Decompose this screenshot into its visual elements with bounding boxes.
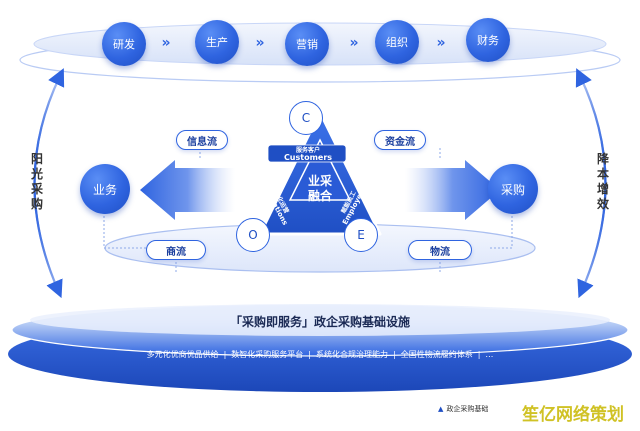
chain-node-rd[interactable]: 研发 bbox=[102, 22, 146, 66]
flow-arrows bbox=[140, 160, 500, 220]
chain-arrow-3: » bbox=[345, 33, 363, 53]
right-vertical-label: 降本增效 bbox=[596, 152, 609, 211]
base-item-supply: 多元化优商优品供给 bbox=[146, 349, 219, 359]
base-title: 「采购即服务」政企采购基础设施 bbox=[229, 314, 410, 329]
base-platform bbox=[8, 303, 632, 392]
logistics-flow-label: 物流 bbox=[430, 246, 450, 258]
procurement-node-label: 采购 bbox=[500, 182, 525, 197]
info-flow-label: 信息流 bbox=[187, 136, 217, 148]
capital-flow-label: 资金流 bbox=[385, 136, 415, 148]
footnote-text: 政企采购基础 bbox=[446, 405, 489, 413]
side-top-label: 服务客户 Customers bbox=[270, 146, 346, 162]
chain-arrow-1: » bbox=[157, 33, 175, 53]
chain-arrow-glyph: » bbox=[436, 35, 446, 51]
base-item-logistics: 全国性物流履约体系 bbox=[400, 349, 473, 359]
chain-node-marketing[interactable]: 营销 bbox=[285, 22, 329, 66]
chain-label-organization: 组织 bbox=[386, 36, 408, 49]
corner-c[interactable]: C bbox=[289, 101, 323, 135]
base-item-platform: 数智化采购服务平台 bbox=[231, 349, 304, 359]
chain-arrow-glyph: » bbox=[255, 35, 265, 51]
chain-node-organization[interactable]: 组织 bbox=[375, 20, 419, 64]
center-line-2: 融合 bbox=[307, 189, 332, 203]
business-node[interactable]: 业务 bbox=[80, 164, 130, 214]
chain-label-production: 生产 bbox=[206, 36, 228, 49]
base-item-compliance: 系统化合规治理能力 bbox=[316, 349, 388, 359]
chain-arrow-glyph: » bbox=[161, 35, 171, 51]
info-flow-pill[interactable]: 信息流 bbox=[176, 130, 228, 150]
side-arcs bbox=[33, 68, 607, 299]
goods-flow-label: 商流 bbox=[166, 246, 186, 258]
chain-arrow-glyph: » bbox=[349, 35, 359, 51]
chain-arrow-2: » bbox=[251, 33, 269, 53]
corner-e[interactable]: E bbox=[344, 218, 378, 252]
logistics-flow-pill[interactable]: 物流 bbox=[408, 240, 472, 260]
triangle-center: 业采 融合 bbox=[295, 172, 345, 206]
base-item-ellipsis: … bbox=[485, 349, 494, 359]
base-separator: | bbox=[308, 349, 311, 359]
left-vertical-label: 阳光采购 bbox=[30, 152, 43, 211]
chain-node-production[interactable]: 生产 bbox=[195, 20, 239, 64]
center-line-1: 业采 bbox=[307, 174, 332, 188]
corner-o[interactable]: O bbox=[236, 218, 270, 252]
procurement-node[interactable]: 采购 bbox=[488, 164, 538, 214]
side-top-small: 服务客户 bbox=[295, 146, 320, 154]
watermark: 笙亿网络策划 bbox=[522, 404, 624, 425]
side-top-big: Customers bbox=[283, 152, 333, 162]
corner-c-label: C bbox=[301, 111, 311, 125]
connectors bbox=[103, 148, 513, 272]
capital-flow-pill[interactable]: 资金流 bbox=[374, 130, 426, 150]
chain-label-marketing: 营销 bbox=[296, 38, 318, 51]
triangle-up-icon: ▲ bbox=[438, 405, 444, 413]
corner-e-label: E bbox=[357, 228, 365, 242]
corner-o-label: O bbox=[248, 228, 258, 242]
chain-label-rd: 研发 bbox=[113, 38, 135, 51]
base-item-row: 多元化优商优品供给 | 数智化采购服务平台 | 系统化合规治理能力 | 全国性物… bbox=[100, 346, 540, 362]
goods-flow-pill[interactable]: 商流 bbox=[146, 240, 206, 260]
chain-arrow-4: » bbox=[432, 33, 450, 53]
base-separator: | bbox=[393, 349, 396, 359]
business-node-label: 业务 bbox=[92, 182, 117, 197]
chain-label-finance: 财务 bbox=[477, 34, 499, 47]
chain-node-finance[interactable]: 财务 bbox=[466, 18, 510, 62]
footnote: ▲ 政企采购基础 bbox=[438, 403, 522, 415]
coe-triangle bbox=[258, 110, 382, 236]
base-separator: | bbox=[477, 349, 481, 359]
base-separator: | bbox=[223, 349, 227, 359]
